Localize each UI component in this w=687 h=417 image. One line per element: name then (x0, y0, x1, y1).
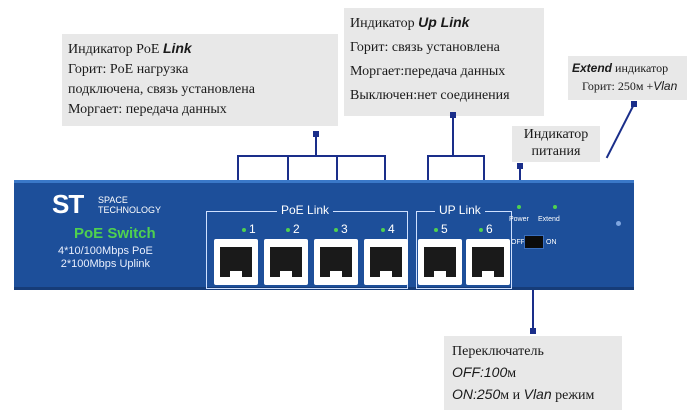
poe-group-label: PoE Link (277, 203, 334, 217)
rj45-jack-icon (472, 247, 504, 277)
rj45-jack-icon (424, 247, 456, 277)
spec-line1: 4*10/100Mbps PoE (58, 245, 153, 257)
port-4-led (381, 228, 385, 232)
up-connector-drop2 (483, 155, 485, 193)
poe-link-callout-line2: подключена, связь установлена (68, 82, 255, 97)
port-1-led (242, 228, 246, 232)
ethernet-port-4[interactable] (364, 239, 408, 285)
model-specs: 4*10/100Mbps PoE 2*100Mbps Uplink (58, 245, 153, 271)
ethernet-port-3[interactable] (314, 239, 358, 285)
port-3-number: 3 (341, 222, 348, 236)
ethernet-port-1[interactable] (214, 239, 258, 285)
poe-connector-drop2 (287, 155, 289, 193)
rj45-jack-icon (270, 247, 302, 277)
up-link-callout-line2: Моргает:передача данных (350, 64, 506, 79)
port-5-led (434, 228, 438, 232)
poe-link-callout: Индикатор PoE Link Горит: PoE нагрузка п… (62, 34, 338, 126)
uplink-group-label: UP Link (435, 203, 485, 217)
port-2-led (286, 228, 290, 232)
port-2-number: 2 (293, 222, 300, 236)
power-callout-line2: питания (531, 144, 581, 159)
switch-callout-title: Переключатель (452, 344, 544, 359)
extend-connector-line (605, 104, 635, 159)
poe-link-callout-line1: Горит: PoE нагрузка (68, 62, 189, 77)
poe-connector-drop1 (237, 155, 239, 193)
extend-callout: Extend индикатор Горит: 250м +Vlan (568, 56, 687, 100)
power-callout: Индикатор питания (512, 126, 600, 162)
extend-label: Extend (538, 216, 560, 223)
brand-tagline-line1: SPACE (98, 195, 128, 205)
ethernet-port-6[interactable] (466, 239, 510, 285)
power-callout-line1: Индикатор (523, 127, 589, 142)
screw-icon (616, 221, 621, 226)
poe-connector-line (315, 134, 317, 156)
switch-callout-off: OFF:100м (452, 364, 517, 381)
uplink-port-group: UP Link (416, 203, 512, 289)
power-led (517, 205, 521, 209)
brand-tagline: SPACE TECHNOLOGY (98, 195, 161, 215)
up-connector-line (452, 115, 454, 157)
rj45-jack-icon (220, 247, 252, 277)
brand-tagline-line2: TECHNOLOGY (98, 205, 162, 215)
up-connector-drop1 (427, 155, 429, 193)
poe-link-callout-line3: Моргает: передача данных (68, 102, 227, 117)
mode-switch[interactable] (524, 235, 544, 249)
rj45-jack-icon (370, 247, 402, 277)
poe-connector-drop4 (384, 155, 386, 193)
switch-callout: Переключатель OFF:100м ON:250м и Vlan ре… (444, 336, 622, 410)
poe-connector-bar (237, 155, 385, 157)
brand-logo: ST (52, 189, 84, 219)
up-link-callout-line3: Выключен:нет соединения (350, 88, 510, 103)
switch-callout-on: ON:250м и Vlan режим (452, 386, 595, 403)
up-link-callout-line1: Горит: связь установлена (350, 40, 500, 55)
switch-on-label: ON (546, 239, 557, 246)
ethernet-port-2[interactable] (264, 239, 308, 285)
rj45-jack-icon (320, 247, 352, 277)
switch-connector-dot (530, 328, 536, 334)
switch-off-label: OFF (511, 239, 525, 246)
up-link-callout: Индикатор Up Link Горит: связь установле… (344, 8, 544, 116)
extend-callout-line1: Горит: 250м +Vlan (582, 79, 678, 93)
extend-led (553, 205, 557, 209)
power-label: Power (509, 216, 529, 223)
poe-switch-device: ST SPACE TECHNOLOGY PoE Switch 4*10/100M… (14, 180, 634, 290)
model-name: PoE Switch (74, 225, 156, 242)
port-3-led (334, 228, 338, 232)
spec-line2: 2*100Mbps Uplink (60, 258, 151, 270)
poe-connector-drop3 (336, 155, 338, 193)
poe-port-group: PoE Link (206, 203, 408, 289)
up-connector-bar (427, 155, 485, 157)
port-4-number: 4 (388, 222, 395, 236)
poe-link-callout-title: Индикатор PoE Link (68, 40, 192, 57)
port-6-number: 6 (486, 222, 493, 236)
port-1-number: 1 (249, 222, 256, 236)
port-5-number: 5 (441, 222, 448, 236)
extend-callout-title: Extend индикатор (572, 61, 669, 75)
port-6-led (479, 228, 483, 232)
ethernet-port-5[interactable] (418, 239, 462, 285)
up-link-callout-title: Индикатор Up Link (350, 14, 470, 31)
